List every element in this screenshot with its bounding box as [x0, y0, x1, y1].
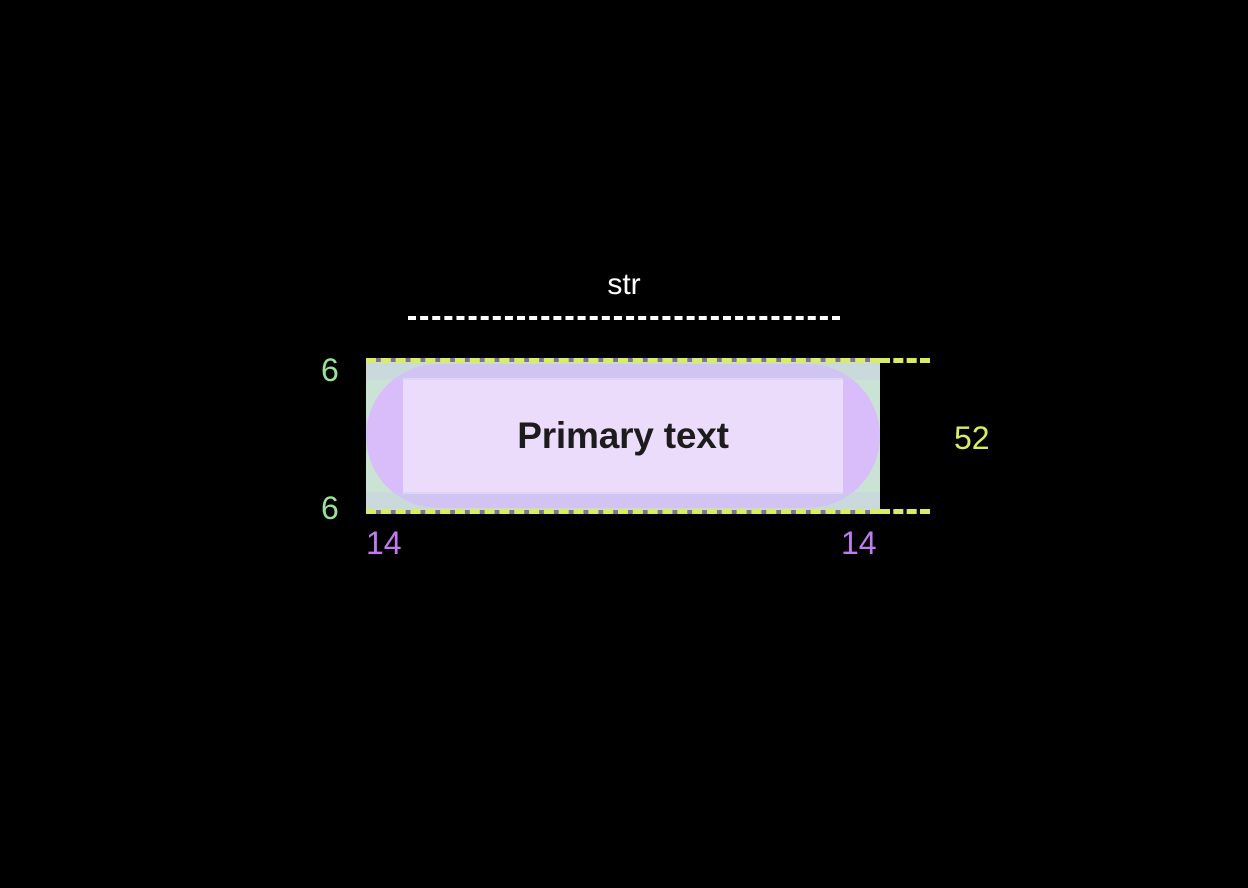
padding-overlay-bottom	[366, 492, 880, 514]
content-box: Primary text	[403, 378, 843, 494]
width-measure-rule	[408, 316, 840, 320]
inspected-component-box[interactable]: Primary text	[366, 358, 880, 514]
padding-overlay-top	[366, 358, 880, 380]
annotation-padding-right: 14	[841, 525, 877, 561]
annotation-padding-top: 6	[321, 352, 339, 388]
height-guide-top	[880, 358, 930, 363]
annotation-padding-left: 14	[366, 525, 402, 561]
annotation-padding-bottom: 6	[321, 490, 339, 526]
annotation-height: 52	[954, 420, 990, 456]
primary-text-label: Primary text	[517, 415, 729, 456]
height-guide-bottom	[880, 509, 930, 514]
width-measure-label: str	[607, 268, 641, 301]
